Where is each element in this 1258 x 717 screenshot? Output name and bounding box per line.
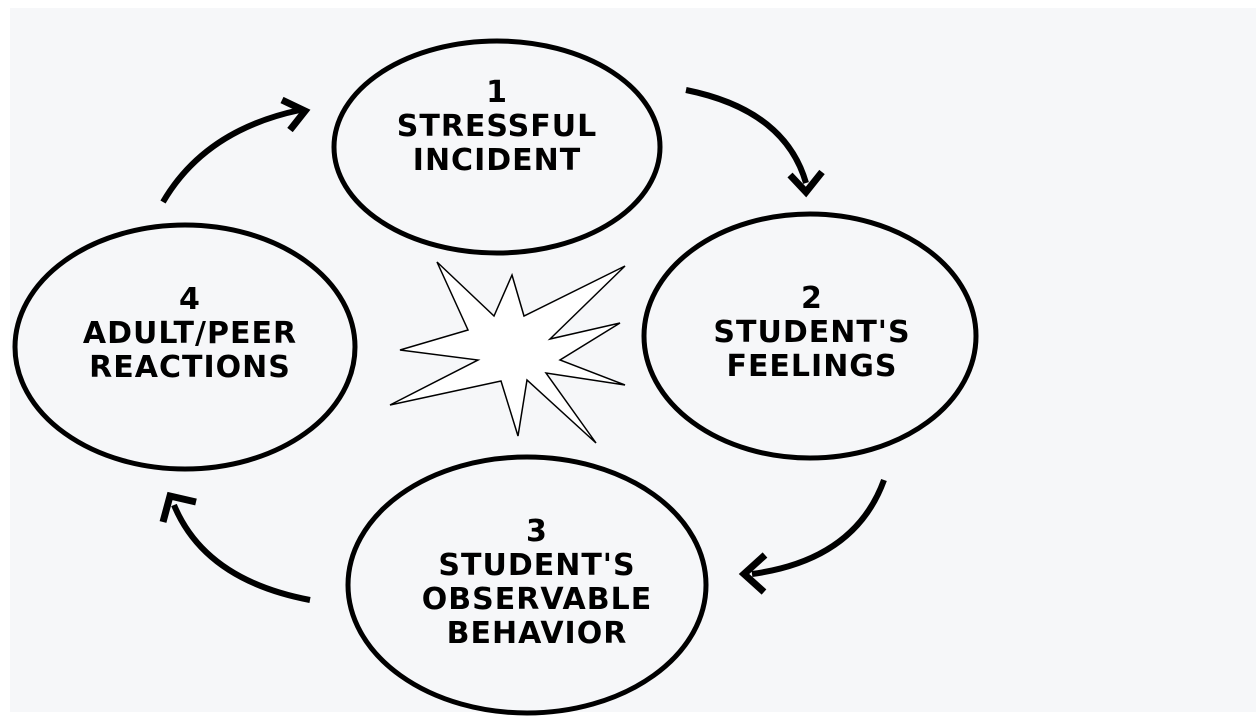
- node-3-label: 3 STUDENT'S OBSERVABLE BEHAVIOR: [422, 515, 652, 651]
- node-circle-3: [345, 454, 709, 716]
- node-label-line: INCIDENT: [412, 143, 582, 178]
- node-2-label: 2 STUDENT'S FEELINGS: [713, 282, 910, 384]
- starburst-icon: [389, 261, 626, 444]
- diagram-background: [10, 8, 1256, 712]
- node-circle-1: [331, 38, 663, 256]
- node-number: 1: [486, 75, 508, 110]
- node-label-line: ADULT/PEER: [82, 316, 298, 351]
- node-label-line: STUDENT'S: [713, 315, 911, 350]
- node-label-line: REACTIONS: [89, 350, 291, 385]
- node-label-line: BEHAVIOR: [446, 616, 628, 651]
- node-label-line: FEELINGS: [726, 349, 898, 384]
- node-1-label: 1 STRESSFUL INCIDENT: [397, 76, 598, 178]
- arrow-3-to-4: [159, 491, 311, 603]
- node-label-line: OBSERVABLE: [421, 582, 653, 617]
- arrow-1-to-2: [685, 87, 825, 198]
- node-4-label: 4 ADULT/PEER REACTIONS: [83, 283, 297, 385]
- node-circle-4: [12, 222, 358, 472]
- node-circle-2: [641, 211, 979, 461]
- node-number: 4: [179, 282, 201, 317]
- node-number: 3: [526, 514, 548, 549]
- node-label-line: STUDENT'S: [438, 548, 636, 583]
- node-label-line: STRESSFUL: [396, 109, 598, 144]
- node-number: 2: [801, 281, 823, 316]
- arrow-2-to-3: [738, 478, 887, 595]
- arrow-4-to-1: [160, 96, 311, 204]
